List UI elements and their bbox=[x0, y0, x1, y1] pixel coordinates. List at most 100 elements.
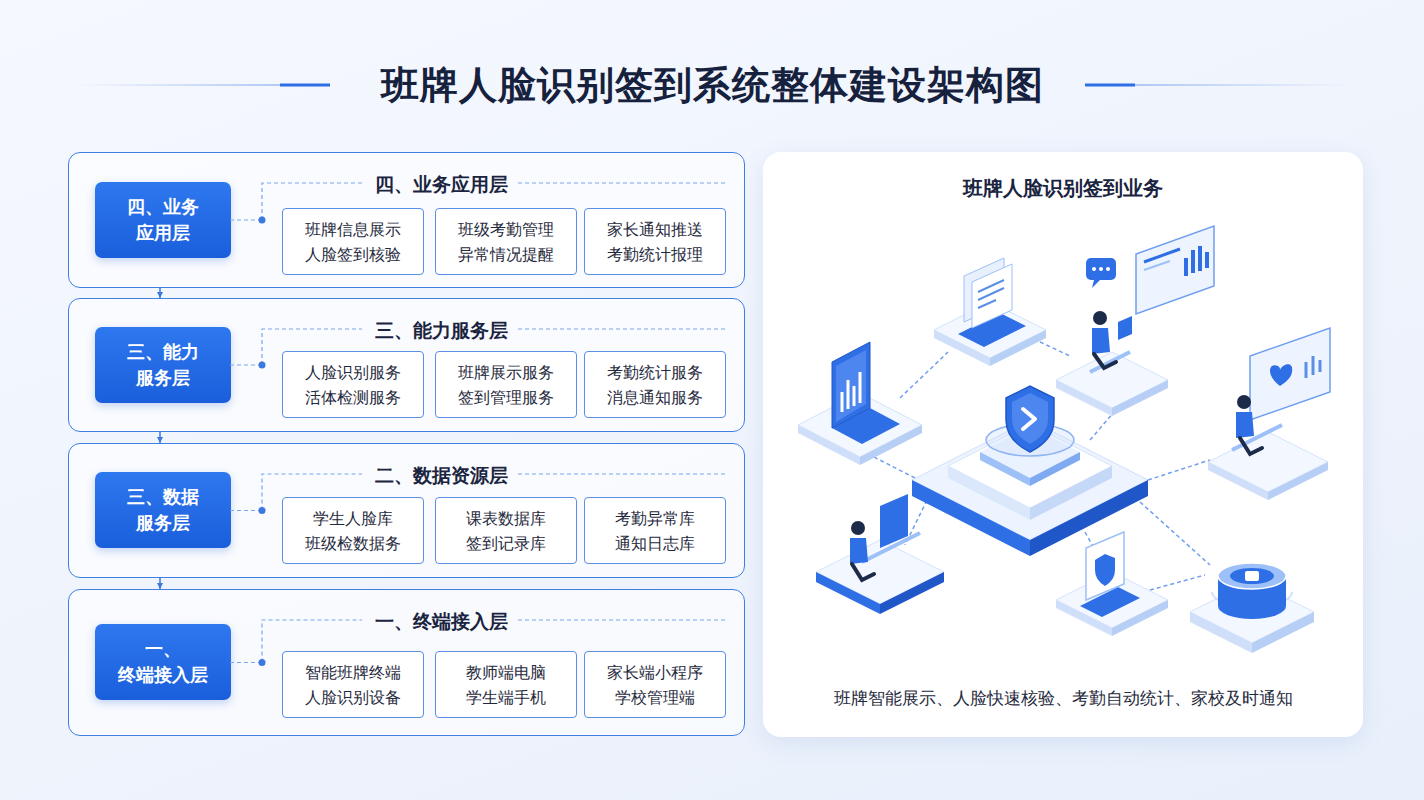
function-item: 智能班牌终端 bbox=[305, 660, 401, 685]
staff-station bbox=[1186, 246, 1207, 276]
staff-station bbox=[1092, 267, 1096, 271]
card-caption: 班牌智能展示、人脸快速核验、考勤自动统计、家校及时通知 bbox=[834, 685, 1293, 711]
card-heading: 班牌人脸识别签到业务 bbox=[963, 174, 1163, 202]
function-item: 活体检测服务 bbox=[305, 385, 401, 410]
staff-station bbox=[1086, 258, 1116, 280]
staff-station bbox=[1056, 352, 1168, 408]
monitor-station bbox=[1270, 364, 1292, 386]
staff-station bbox=[1092, 280, 1100, 288]
staff-station bbox=[1056, 380, 1112, 416]
function-item: 班牌信息展示 bbox=[305, 217, 401, 242]
flow-dashes bbox=[905, 494, 930, 545]
layer-bracket bbox=[230, 183, 726, 220]
central-platform bbox=[1012, 393, 1048, 444]
database-station bbox=[1218, 576, 1286, 619]
title-bar: 班牌人脸识别签到系统整体建设架构图 bbox=[0, 62, 1424, 108]
flow-dashes bbox=[1040, 342, 1070, 356]
layer-tag: 一、 终端接入层 bbox=[95, 624, 231, 700]
function-item: 课表数据库 bbox=[466, 506, 546, 531]
layer-panel: 四、业务应用层四、业务 应用层班牌信息展示人脸签到核验班级考勤管理异常情况提醒家… bbox=[68, 152, 745, 288]
layer-bracket bbox=[230, 474, 726, 511]
staff-station bbox=[1090, 352, 1130, 372]
monitor-station bbox=[1208, 432, 1328, 492]
function-item: 班牌展示服务 bbox=[458, 360, 554, 385]
central-platform bbox=[980, 452, 1030, 486]
central-platform bbox=[1030, 480, 1148, 556]
flow-dashes bbox=[1085, 532, 1105, 568]
central-platform bbox=[912, 386, 1148, 556]
title-rule bbox=[75, 85, 1350, 86]
database-station bbox=[1252, 612, 1314, 653]
central-platform bbox=[1030, 452, 1080, 486]
staff-station bbox=[1112, 380, 1168, 416]
function-box: 智能班牌终端人脸识别设备 bbox=[282, 651, 424, 718]
staff-station bbox=[1106, 267, 1110, 271]
layer-panel: 二、数据资源层三、数据 服务层学生人脸库班级检数据务课表数据库签到记录库考勤异常… bbox=[68, 443, 745, 578]
business-illustration bbox=[798, 226, 1330, 653]
layer-tag: 三、数据 服务层 bbox=[95, 472, 231, 548]
staff-station bbox=[1144, 261, 1170, 270]
layer-tag-text: 四、业务 应用层 bbox=[108, 194, 218, 246]
title-rule bbox=[1085, 84, 1135, 87]
document-station bbox=[972, 264, 1012, 328]
laptop-station bbox=[832, 408, 900, 444]
layer-bracket bbox=[230, 620, 726, 663]
function-item: 消息通知服务 bbox=[607, 385, 703, 410]
laptop-station bbox=[798, 342, 922, 465]
central-platform bbox=[1006, 386, 1054, 452]
layer-arrow bbox=[159, 432, 161, 443]
title-rule bbox=[1085, 84, 1350, 86]
function-box: 课表数据库签到记录库 bbox=[435, 497, 577, 564]
layer-panel: 三、能力服务层三、能力 服务层人脸识别服务活体检测服务班牌展示服务签到管理服务考… bbox=[68, 298, 745, 432]
layer-arrow bbox=[159, 578, 161, 589]
function-item: 通知日志库 bbox=[615, 531, 695, 556]
database-station bbox=[1218, 563, 1286, 589]
student-station bbox=[816, 572, 880, 614]
staff-station bbox=[1092, 328, 1110, 354]
layer-bracket bbox=[230, 183, 726, 663]
diagram-title: 班牌人脸识别签到系统整体建设架构图 bbox=[381, 62, 1044, 108]
student-station bbox=[880, 572, 944, 614]
monitor-station bbox=[1208, 328, 1330, 500]
layer-tag-text: 一、 终端接入层 bbox=[108, 636, 218, 688]
database-station bbox=[1190, 563, 1314, 653]
bracket-dot bbox=[259, 217, 266, 224]
bracket-dot bbox=[259, 659, 266, 666]
layer-tag: 三、能力 服务层 bbox=[95, 327, 231, 403]
student-station bbox=[880, 494, 908, 548]
flow-dashes bbox=[1148, 460, 1210, 480]
layer-tag-text: 三、数据 服务层 bbox=[108, 484, 218, 536]
function-item: 家长端小程序 bbox=[607, 660, 703, 685]
function-item: 考勤异常库 bbox=[615, 506, 695, 531]
function-box: 班级考勤管理异常情况提醒 bbox=[435, 208, 577, 275]
function-box: 家长端小程序学校管理端 bbox=[584, 651, 726, 718]
function-item: 签到记录库 bbox=[466, 531, 546, 556]
layer-panel: 一、终端接入层一、 终端接入层智能班牌终端人脸识别设备教师端电脑学生端手机家长端… bbox=[68, 589, 745, 736]
layer-bracket bbox=[230, 329, 726, 365]
business-card: 班牌人脸识别签到业务班牌智能展示、人脸快速核验、考勤自动统计、家校及时通知 bbox=[763, 152, 1363, 737]
function-box: 教师端电脑学生端手机 bbox=[435, 651, 577, 718]
function-item: 签到管理服务 bbox=[458, 385, 554, 410]
student-station bbox=[816, 494, 944, 614]
function-box: 班牌展示服务签到管理服务 bbox=[435, 351, 577, 418]
database-station bbox=[1190, 612, 1252, 653]
staff-station bbox=[1094, 354, 1116, 368]
function-box: 考勤统计服务消息通知服务 bbox=[584, 351, 726, 418]
staff-station bbox=[1118, 316, 1132, 340]
staff-station bbox=[1099, 267, 1103, 271]
central-platform bbox=[948, 466, 1030, 520]
security-card bbox=[1056, 600, 1112, 636]
function-box: 班牌信息展示人脸签到核验 bbox=[282, 208, 424, 275]
flow-dashes bbox=[900, 352, 948, 398]
central-platform bbox=[1030, 466, 1112, 520]
database-station bbox=[1212, 592, 1292, 607]
document-station bbox=[958, 313, 1026, 347]
flow-dashes bbox=[1090, 405, 1120, 440]
flow-dashes bbox=[1150, 575, 1205, 590]
monitor-station bbox=[1268, 462, 1328, 500]
laptop-station bbox=[860, 425, 922, 465]
connector-group bbox=[160, 288, 161, 589]
function-box: 学生人脸库班级检数据务 bbox=[282, 497, 424, 564]
security-card bbox=[1056, 532, 1168, 636]
